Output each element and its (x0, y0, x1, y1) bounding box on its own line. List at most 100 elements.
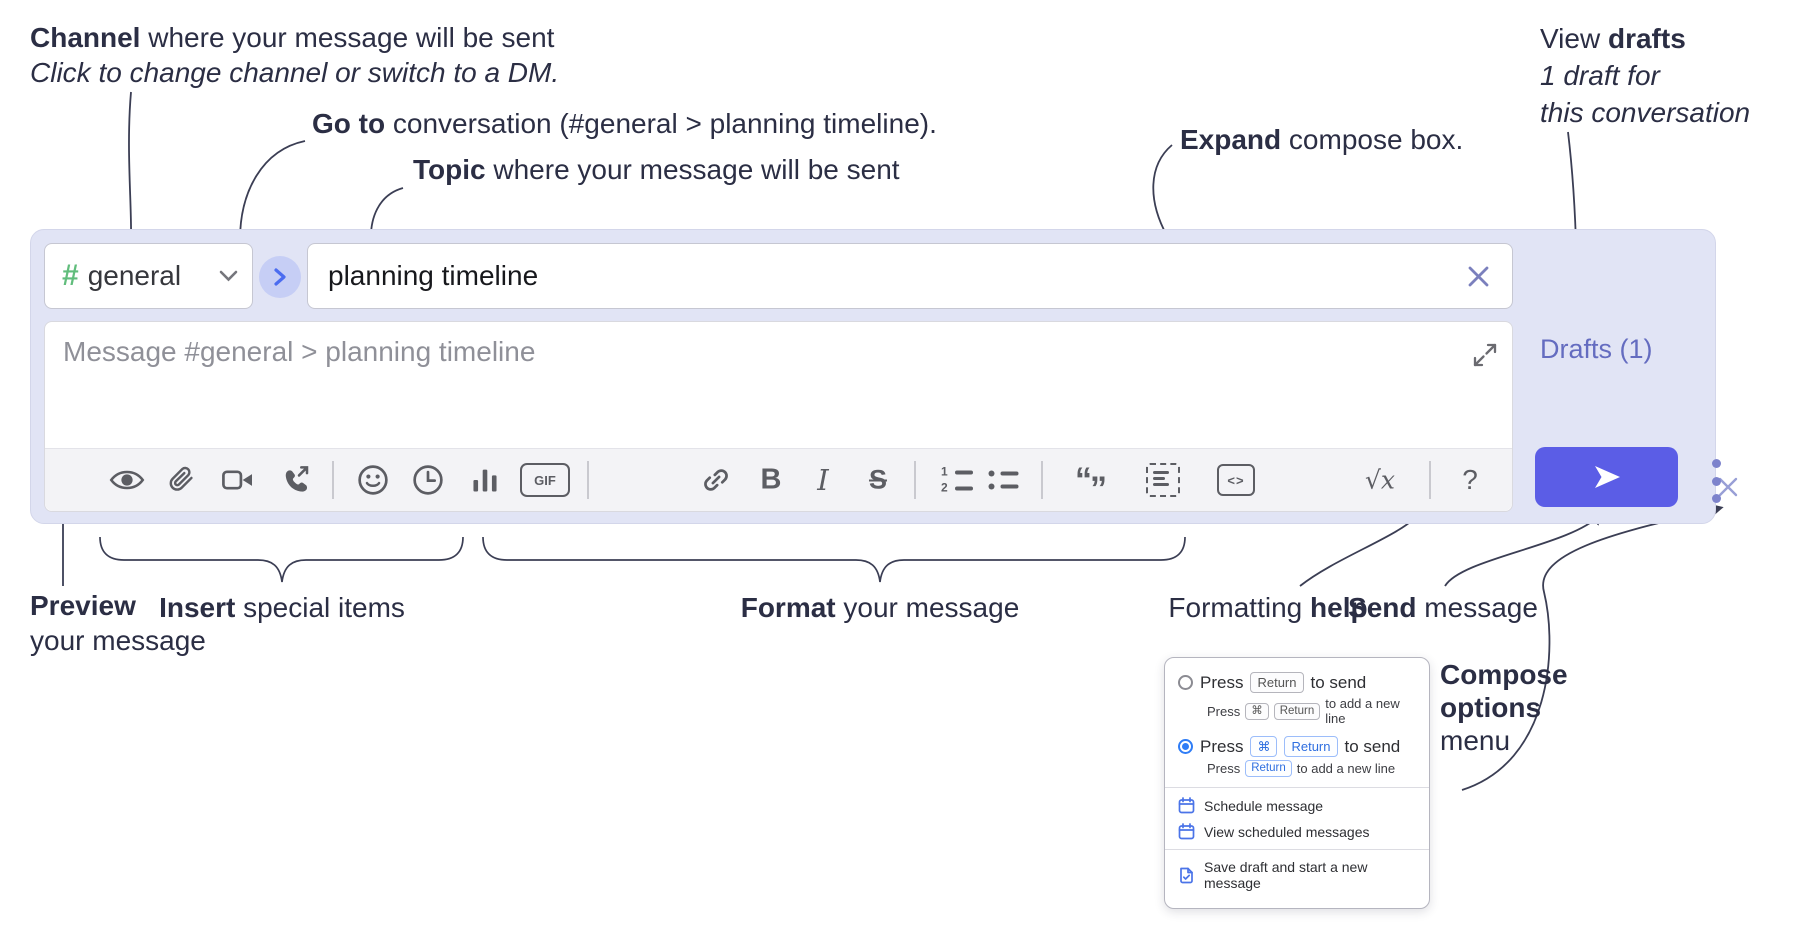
menu-item-save-draft[interactable]: Save draft and start a new message (1178, 859, 1416, 891)
option-subtext: to add a new line (1325, 696, 1400, 726)
annotation-insert: Insert special items (159, 590, 405, 625)
menu-separator (1165, 787, 1429, 788)
clock-icon (413, 465, 443, 495)
return-key: Return (1273, 702, 1321, 720)
option-subtext: Press (1207, 703, 1241, 719)
formatting-help-button[interactable]: ? (1462, 464, 1478, 496)
chevron-down-icon (219, 270, 238, 282)
numbered-list-icon: 1 2 (941, 466, 973, 494)
annotation-expand: Expand compose box. (1180, 122, 1463, 157)
annotation-expand-rest: compose box. (1281, 124, 1464, 155)
annotation-compose-options: Compose options menu (1440, 658, 1568, 757)
annotation-insert-rest: special items (235, 592, 405, 623)
bulleted-list-icon (988, 470, 1019, 490)
radio-unselected-icon[interactable] (1178, 675, 1193, 690)
annotation-preview: Preview your message (30, 588, 206, 658)
spoiler-button[interactable] (1146, 463, 1180, 497)
bar-chart-icon (473, 469, 497, 492)
send-button[interactable] (1535, 447, 1678, 507)
clear-topic-icon[interactable] (1465, 263, 1492, 290)
bold-button[interactable]: B (761, 464, 782, 497)
toolbar-divider (587, 461, 589, 499)
toolbar-divider (1429, 461, 1431, 499)
channel-name: general (87, 260, 182, 291)
return-key: Return (1250, 672, 1304, 693)
strikethrough-button[interactable]: S (869, 465, 887, 496)
cmd-key: ⌘ (1250, 736, 1278, 757)
strikethrough-icon: S (868, 464, 888, 495)
annotation-channel-bold: Channel (30, 22, 141, 53)
menu-option-enter-sends[interactable]: Press Return to send (1178, 672, 1416, 693)
link-icon (704, 469, 728, 491)
italic-icon: I (817, 463, 829, 497)
audio-call-button[interactable] (279, 464, 311, 496)
annotation-format-bold: Format (740, 592, 836, 623)
drafts-link[interactable]: Drafts (1) (1540, 334, 1653, 364)
time-button[interactable] (411, 463, 445, 497)
bold-icon: B (760, 463, 782, 496)
annotation-preview-line2: your message (30, 625, 206, 656)
go-to-conversation-button[interactable] (259, 256, 301, 298)
gif-button[interactable]: GIF (520, 463, 570, 497)
menu-item-label: Save draft and start a new message (1204, 859, 1368, 891)
brace-format (482, 536, 1186, 583)
annotation-compose-options-line1: Compose (1440, 659, 1568, 690)
smiley-icon (358, 465, 388, 495)
topic-input[interactable]: planning timeline (307, 243, 1513, 309)
annotation-format: Format your message (741, 590, 1020, 625)
annotation-formatting-help-bold: help (1310, 592, 1368, 623)
channel-selector[interactable]: # general (44, 243, 253, 309)
annotation-go-to-bold: Go to (312, 108, 386, 139)
arrow-send (1444, 512, 1603, 587)
annotation-insert-bold: Insert (159, 592, 236, 623)
annotation-expand-bold: Expand (1180, 124, 1282, 155)
annotation-view-drafts: View drafts 1 draft for this conversatio… (1540, 20, 1750, 131)
quote-button[interactable]: “” (1075, 461, 1107, 508)
compose-toolbar: GIF B I S (45, 448, 1512, 511)
annotation-channel-rest: where your message will be sent (140, 22, 555, 53)
link-button[interactable] (700, 464, 732, 496)
preview-eye-button[interactable] (109, 466, 145, 494)
toolbar-divider (1041, 461, 1043, 499)
menu-item-view-scheduled[interactable]: View scheduled messages (1178, 823, 1416, 840)
code-button[interactable]: <> (1217, 464, 1255, 496)
numbered-list-button[interactable]: 1 2 (941, 466, 973, 494)
annotation-channel: Channel where your message will be sent … (30, 20, 559, 90)
menu-item-schedule-message[interactable]: Schedule message (1178, 797, 1416, 814)
return-key: Return (1245, 760, 1292, 777)
video-call-button[interactable] (220, 466, 256, 494)
toolbar-divider (914, 461, 916, 499)
expand-compose-icon[interactable] (1470, 340, 1500, 370)
math-icon: √x (1364, 465, 1396, 495)
annotation-channel-line2: Click to change channel or switch to a D… (30, 57, 560, 88)
radio-selected-icon[interactable] (1178, 739, 1193, 754)
eye-icon (109, 470, 145, 490)
annotation-send-bold: Send (1348, 592, 1417, 623)
poll-button[interactable] (470, 465, 500, 495)
quote-icon: “” (1075, 461, 1107, 508)
compose-options-button[interactable] (1703, 459, 1729, 503)
menu-option-cmd-enter-sends[interactable]: Press ⌘ Return to send (1178, 736, 1416, 757)
annotation-view-drafts-line3: this conversation (1540, 97, 1751, 128)
annotation-compose-options-line3: menu (1440, 725, 1511, 756)
calendar-icon (1178, 797, 1195, 814)
menu-separator (1165, 849, 1429, 850)
attach-file-button[interactable] (167, 464, 197, 496)
paperclip-icon (169, 466, 193, 491)
phone-call-icon (285, 466, 309, 492)
channel-hash-icon: # (62, 259, 79, 292)
document-icon (1180, 867, 1193, 883)
option-text: Press (1200, 736, 1244, 756)
annotation-view-drafts-line2: 1 draft for (1540, 60, 1660, 91)
emoji-button[interactable] (356, 463, 390, 497)
annotation-preview-bold: Preview (30, 590, 136, 621)
annotation-view-drafts-prefix: View (1540, 23, 1608, 54)
gif-icon: GIF (520, 463, 570, 497)
message-input[interactable]: Message #general > planning timeline (44, 321, 1513, 512)
bulleted-list-button[interactable] (988, 470, 1019, 490)
math-button[interactable]: √x (1365, 466, 1395, 495)
question-mark-icon: ? (1462, 464, 1478, 495)
annotation-topic-rest: where your message will be sent (485, 154, 900, 185)
close-compose-icon[interactable] (1713, 472, 1743, 502)
italic-button[interactable]: I (817, 463, 828, 497)
